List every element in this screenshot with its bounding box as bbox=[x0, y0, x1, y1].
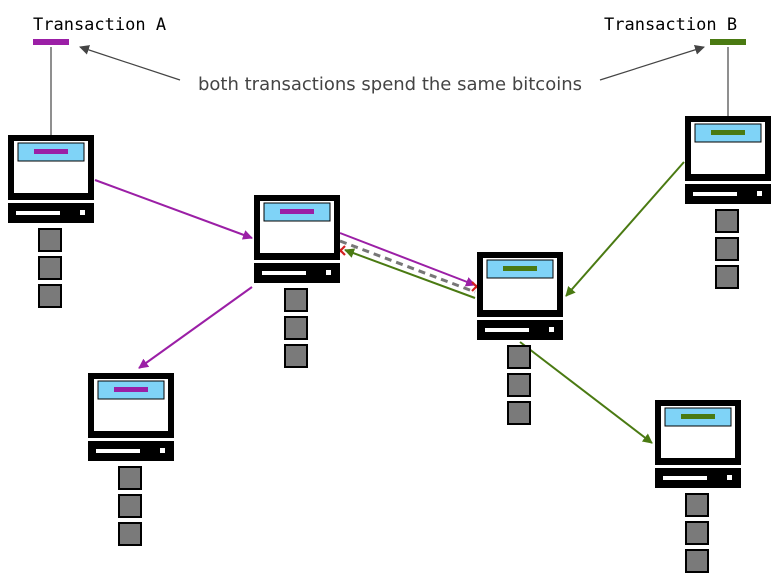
block-stack bbox=[38, 228, 62, 308]
link-node2-node5-dashed bbox=[339, 239, 476, 294]
link-node4-to-node5 bbox=[565, 161, 685, 297]
computer-node-1 bbox=[8, 135, 94, 308]
caption: both transactions spend the same bitcoin… bbox=[198, 74, 582, 95]
transaction-b-label: Transaction B bbox=[604, 15, 737, 35]
computer-node-6 bbox=[655, 400, 741, 573]
computer-node-2 bbox=[254, 195, 340, 368]
link-node5-to-node6 bbox=[519, 341, 653, 444]
transaction-b-bar bbox=[711, 130, 745, 135]
transaction-a-bar bbox=[280, 209, 314, 214]
transaction-a-bar bbox=[34, 149, 68, 154]
computer-node-5 bbox=[477, 252, 563, 425]
computer-node-4 bbox=[685, 116, 771, 289]
block-stack bbox=[685, 493, 709, 573]
transaction-a-label: Transaction A bbox=[33, 15, 166, 35]
link-node2-to-node5-purple bbox=[339, 232, 476, 287]
transaction-b-swatch bbox=[710, 39, 746, 45]
transaction-b-bar bbox=[681, 414, 715, 419]
block-stack bbox=[507, 345, 531, 425]
link-node2-to-node3 bbox=[138, 286, 253, 369]
block-stack bbox=[284, 288, 308, 368]
link-node1-to-node2 bbox=[94, 179, 253, 240]
transaction-b-bar bbox=[503, 266, 537, 271]
caption-pointer-right bbox=[599, 44, 705, 81]
block-stack bbox=[715, 209, 739, 289]
link-node5-to-node2-green bbox=[344, 248, 476, 299]
transaction-a-swatch bbox=[33, 39, 69, 45]
transaction-a-bar bbox=[114, 387, 148, 392]
block-stack bbox=[118, 466, 142, 546]
computer-node-3 bbox=[88, 373, 174, 546]
caption-pointer-left bbox=[79, 45, 181, 81]
